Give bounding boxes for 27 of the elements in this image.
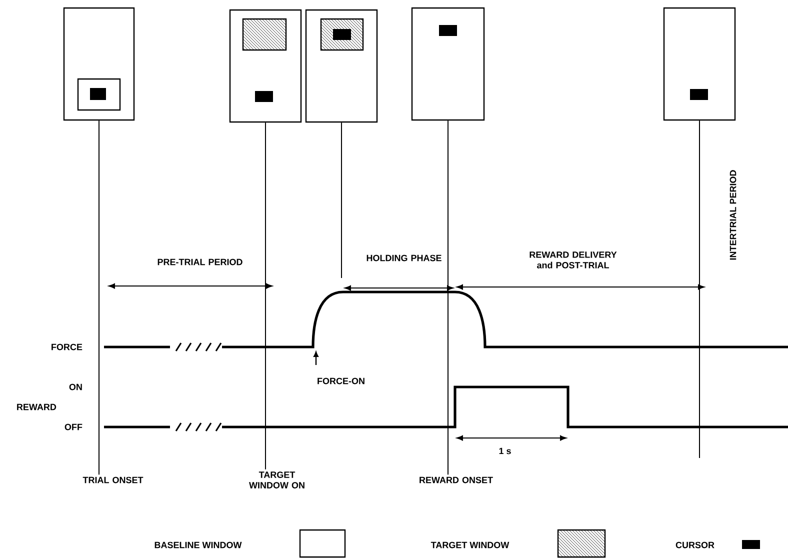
screen-drawing bbox=[63, 7, 135, 121]
timeline-marker bbox=[98, 120, 100, 476]
legend-text: TARGET WINDOW bbox=[430, 542, 510, 548]
period-label: HOLDING PHASE bbox=[366, 254, 442, 262]
signal-label: REWARD bbox=[17, 404, 56, 410]
state-label: OFF bbox=[64, 424, 82, 430]
signal-label: FORCE bbox=[52, 344, 82, 350]
screen-drawing bbox=[663, 7, 736, 121]
screen-drawing bbox=[229, 9, 302, 123]
legend-text: CURSOR bbox=[676, 542, 714, 548]
screen-drawing bbox=[320, 18, 364, 51]
period-label: INTERTRIAL PERIOD bbox=[730, 170, 736, 260]
duration-label: 1 s bbox=[498, 446, 512, 456]
screen-drawing bbox=[411, 7, 485, 121]
screen-drawing bbox=[305, 9, 378, 123]
timeline-marker bbox=[699, 120, 700, 458]
legend-text: BASELINE WINDOW bbox=[154, 542, 242, 548]
event-label: TRIAL ONSET bbox=[82, 476, 144, 484]
period-label: REWARD DELIVERY and POST-TRIAL bbox=[530, 252, 617, 268]
period-label: PRE-TRIAL PERIOD bbox=[158, 258, 242, 266]
screen-drawing bbox=[242, 18, 287, 102]
timeline-marker bbox=[341, 122, 342, 278]
event-label: REWARD ONSET bbox=[420, 476, 493, 484]
event-label: FORCE-ON bbox=[318, 378, 364, 384]
state-label: ON bbox=[69, 384, 82, 390]
timeline-marker bbox=[265, 122, 266, 470]
event-label: TARGET WINDOW ON bbox=[249, 472, 304, 488]
